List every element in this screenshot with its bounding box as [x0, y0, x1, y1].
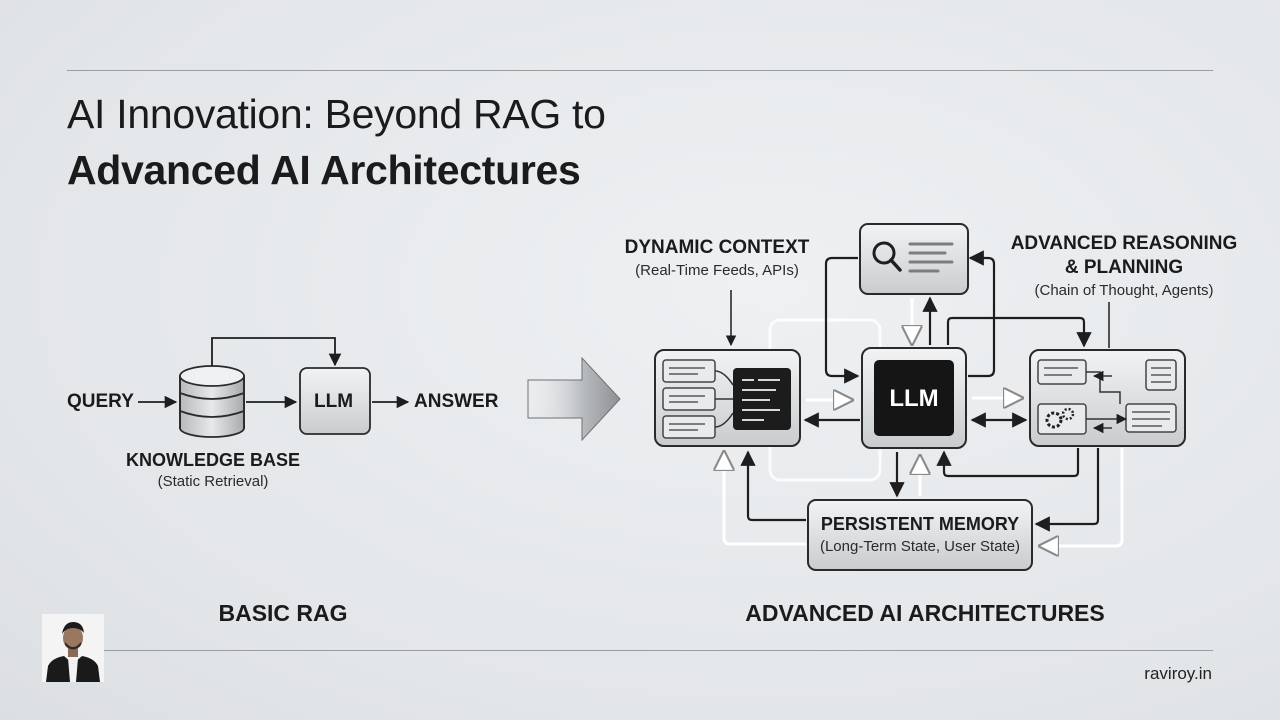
- bottom-divider: [67, 650, 1213, 651]
- answer-label: ANSWER: [414, 391, 499, 412]
- knowledge-base-label: KNOWLEDGE BASE: [125, 450, 301, 470]
- magnifier-icon: [872, 241, 896, 265]
- avatar: [42, 614, 104, 682]
- query-label: QUERY: [67, 391, 134, 412]
- basic-llm-box: [299, 367, 371, 435]
- bypass-arrow: [211, 337, 342, 367]
- reasoning-label-line-1: ADVANCED REASONING: [1010, 233, 1238, 254]
- advanced-section-label: ADVANCED AI ARCHITECTURES: [745, 600, 1105, 626]
- dynamic-context-label: DYNAMIC CONTEXT: [624, 237, 810, 258]
- search-retrieval-box: [859, 223, 969, 295]
- reasoning-sub: (Chain of Thought, Agents): [1034, 282, 1214, 299]
- basic-rag-diagram: [138, 337, 410, 438]
- knowledge-base-sub: (Static Retrieval): [157, 473, 269, 490]
- title-line-2: Advanced AI Architectures: [67, 147, 581, 193]
- transition-arrow: [527, 356, 621, 442]
- basic-rag-section-label: BASIC RAG: [218, 600, 348, 626]
- advanced-diagram: [654, 223, 1186, 571]
- top-divider: [67, 70, 1213, 71]
- dynamic-context-sub: (Real-Time Feeds, APIs): [635, 262, 799, 279]
- title-line-1: AI Innovation: Beyond RAG to: [67, 91, 606, 137]
- reasoning-label-line-2: & PLANNING: [1064, 257, 1184, 278]
- persistent-memory-sub: (Long-Term State, User State): [819, 538, 1021, 555]
- page-title: AI Innovation: Beyond RAG to Advanced AI…: [67, 86, 606, 198]
- central-llm-label: LLM: [889, 385, 939, 412]
- database-icon: [179, 365, 245, 438]
- persistent-memory-box: [807, 499, 1033, 571]
- site-url[interactable]: raviroy.in: [1144, 664, 1212, 683]
- basic-llm-label: LLM: [314, 391, 354, 412]
- gears-icon: [1045, 407, 1075, 429]
- persistent-memory-label: PERSISTENT MEMORY: [820, 514, 1020, 534]
